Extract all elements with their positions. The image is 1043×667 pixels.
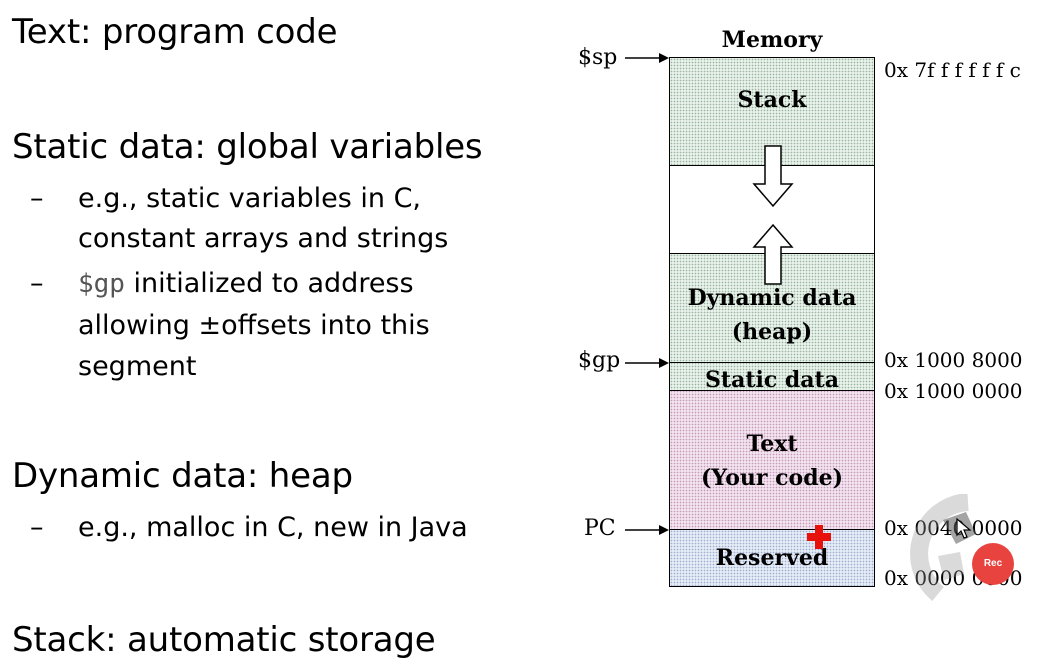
stack-grows-down-arrow-icon [752,145,794,208]
address-gp: 0x 1000 8000 [884,348,1023,372]
heading-dynamic-data: Dynamic data: heap [12,456,353,496]
reserved-region [669,530,875,587]
bullet-heap-line1: e.g., malloc in C, new in Java [78,512,468,543]
gp-register-label: $gp [578,348,621,373]
region-border [669,586,875,587]
red-cross-cursor-icon [807,525,831,549]
address-static-start: 0x 1000 0000 [884,379,1023,403]
region-border [669,57,875,58]
pc-pointer-arrow-icon [625,525,669,535]
bullet-static-line2: constant arrays and strings [78,223,449,254]
your-code-label: (Your code) [701,465,843,491]
bullet-static-line1: e.g., static variables in C, [78,183,421,214]
bullet-gp-line1: $gp initialized to address [78,263,414,305]
heap-grows-up-arrow-icon [752,223,794,285]
address-stack-top: 0x 7f f f f f f c [884,58,1021,82]
bullet-gp-line3: segment [78,351,197,382]
stack-label: Stack [737,87,807,113]
bullet-dash: – [30,268,44,299]
record-button[interactable]: Rec [972,543,1014,585]
gp-register-code: $gp [78,269,125,299]
gp-pointer-arrow-icon [625,358,669,368]
bullet-dash: – [30,183,44,214]
memory-title: Memory [721,27,823,53]
dynamic-data-label: Dynamic data [687,285,857,311]
region-border [669,529,875,530]
text-label: Text [746,431,798,457]
static-data-label: Static data [705,367,839,393]
text-region [669,390,875,530]
heading-text-segment: Text: program code [12,12,338,52]
sp-pointer-arrow-icon [625,53,669,63]
region-border [669,390,875,391]
pc-register-label: PC [584,516,616,541]
heading-static-data: Static data: global variables [12,127,483,167]
reserved-label: Reserved [715,545,829,571]
heading-stack: Stack: automatic storage [12,620,436,660]
heap-label: (heap) [731,319,813,345]
bullet-gp-line2: allowing ±offsets into this [78,310,430,341]
bullet-gp-line1-rest: initialized to address [124,268,414,299]
bullet-dash: – [30,512,44,543]
mouse-pointer-icon [956,518,972,539]
region-border [669,362,875,363]
sp-register-label: $sp [578,45,618,70]
recorder-widget-ring-icon [910,494,976,601]
